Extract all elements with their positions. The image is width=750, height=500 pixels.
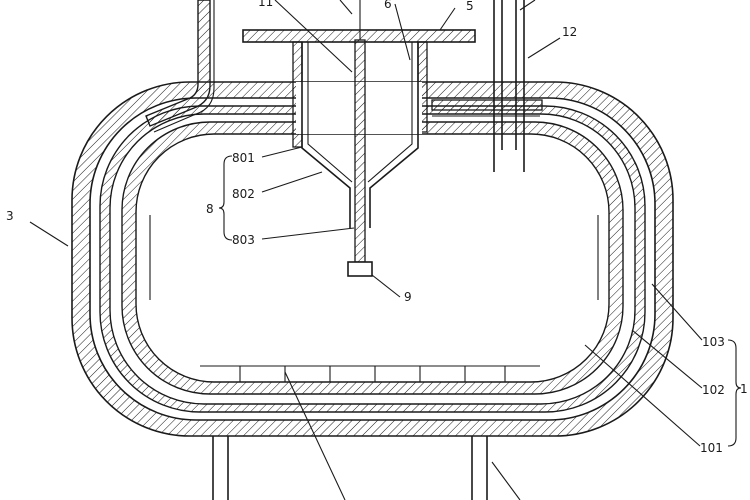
label-pipe: 12 (562, 25, 577, 39)
assembly-bracket (218, 155, 233, 241)
label-top-b: 6 (384, 0, 392, 11)
label-wall-outer: 103 (702, 335, 725, 349)
label-vessel: 1 (740, 382, 748, 396)
liner-segments (149, 215, 599, 382)
right-pipe (431, 0, 543, 172)
label-shaft: 803 (232, 233, 255, 247)
label-hopper: 801 (232, 151, 255, 165)
left-inlet-pipe (145, 0, 211, 127)
vessel-bracket (727, 339, 742, 447)
label-assembly: 8 (206, 202, 214, 216)
support-legs (212, 436, 488, 500)
hopper-body (301, 42, 419, 228)
label-wall-middle: 102 (702, 383, 725, 397)
leader-lines (29, 0, 703, 500)
hopper-inner (307, 42, 413, 183)
left-inlet-pipe-bore (153, 0, 215, 133)
middle-shell-wall (99, 105, 646, 413)
label-cone: 802 (232, 187, 255, 201)
label-jacket: 3 (6, 209, 14, 223)
nozzle (347, 261, 373, 277)
label-top-c: 11 (258, 0, 273, 9)
outer-shell-wall (71, 81, 674, 437)
label-wall-inner: 101 (700, 441, 723, 455)
label-nozzle: 9 (404, 290, 412, 304)
label-top-a: 5 (466, 0, 474, 13)
inner-shell-wall (121, 121, 624, 395)
